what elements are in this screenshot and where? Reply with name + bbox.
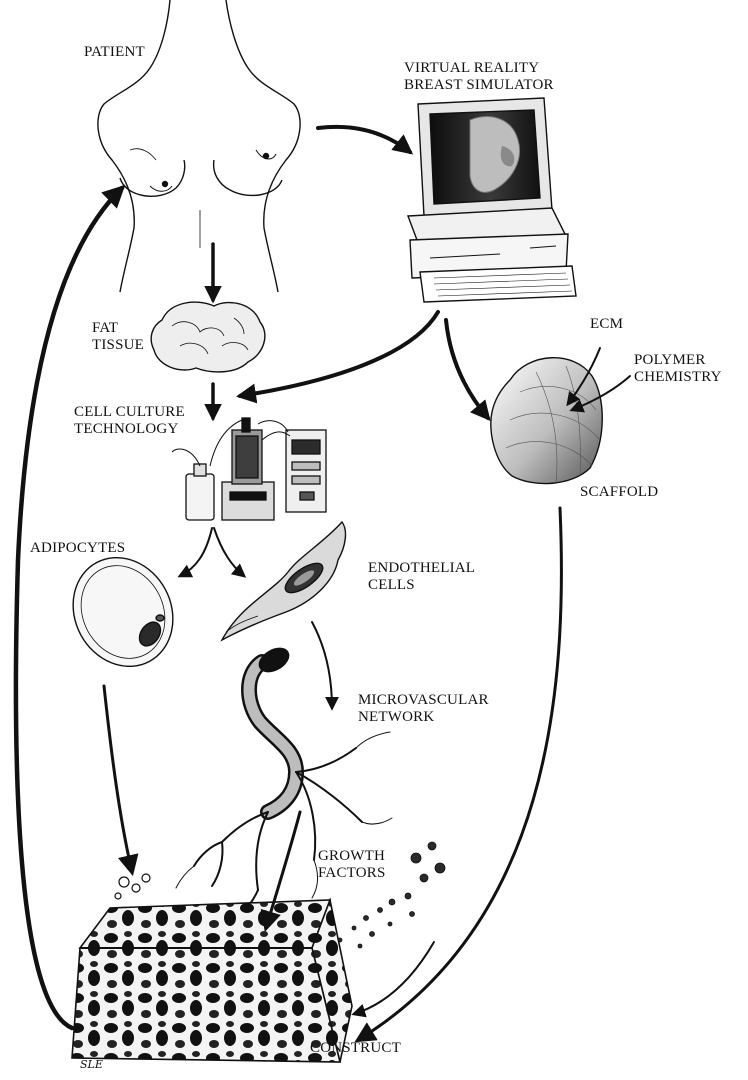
label-microvascular-line1: MICROVASCULAR: [358, 692, 489, 709]
arrow-simulator-to-culture: [240, 312, 438, 396]
label-microvascular-line2: NETWORK: [358, 709, 489, 726]
label-fat-tissue: FAT TISSUE: [92, 320, 144, 354]
label-endothelial-line1: ENDOTHELIAL: [368, 560, 475, 577]
computer-illustration: [408, 98, 576, 302]
fat-tissue-illustration: [151, 302, 265, 372]
label-endothelial-line2: CELLS: [368, 577, 475, 594]
arrow-growthfactors-to-construct: [354, 942, 434, 1014]
label-microvascular: MICROVASCULAR NETWORK: [358, 692, 489, 726]
label-growth-line1: GROWTH: [318, 848, 386, 865]
construct-illustration: [72, 874, 352, 1062]
label-polymer-line1: POLYMER: [634, 352, 722, 369]
label-polymer-line2: CHEMISTRY: [634, 369, 722, 386]
label-endothelial: ENDOTHELIAL CELLS: [368, 560, 475, 594]
label-growth-line2: FACTORS: [318, 865, 386, 882]
label-polymer: POLYMER CHEMISTRY: [634, 352, 722, 386]
label-fat-line2: TISSUE: [92, 337, 144, 354]
label-patient: PATIENT: [84, 44, 145, 61]
label-culture-line2: TECHNOLOGY: [74, 421, 185, 438]
artist-signature: SLE: [80, 1058, 103, 1071]
label-construct: CONSTRUCT: [310, 1040, 401, 1057]
endothelial-cell-illustration: [222, 522, 345, 640]
bioreactor-illustration: [172, 418, 326, 520]
label-construct-text: CONSTRUCT: [310, 1040, 401, 1057]
arrow-culture-to-endothelial: [214, 528, 244, 576]
adipocyte-illustration: [54, 540, 191, 684]
label-adipocytes: ADIPOCYTES: [30, 540, 125, 557]
label-adipocytes-text: ADIPOCYTES: [30, 540, 125, 557]
label-simulator-line1: VIRTUAL REALITY: [404, 60, 554, 77]
arrow-simulator-to-scaffold: [446, 320, 488, 418]
arrow-culture-to-adipocytes: [180, 528, 212, 576]
label-ecm: ECM: [590, 316, 623, 333]
label-scaffold-text: SCAFFOLD: [580, 484, 658, 501]
label-fat-line1: FAT: [92, 320, 144, 337]
label-patient-text: PATIENT: [84, 44, 145, 61]
label-ecm-text: ECM: [590, 316, 623, 333]
label-scaffold: SCAFFOLD: [580, 484, 658, 501]
label-culture-line1: CELL CULTURE: [74, 404, 185, 421]
arrow-patient-to-simulator: [318, 127, 410, 152]
label-simulator: VIRTUAL REALITY BREAST SIMULATOR: [404, 60, 554, 94]
label-cell-culture: CELL CULTURE TECHNOLOGY: [74, 404, 185, 438]
label-growth-factors: GROWTH FACTORS: [318, 848, 386, 882]
label-simulator-line2: BREAST SIMULATOR: [404, 77, 554, 94]
arrow-adipocytes-to-construct: [104, 686, 132, 872]
arrow-endothelial-to-microvascular: [312, 622, 332, 708]
